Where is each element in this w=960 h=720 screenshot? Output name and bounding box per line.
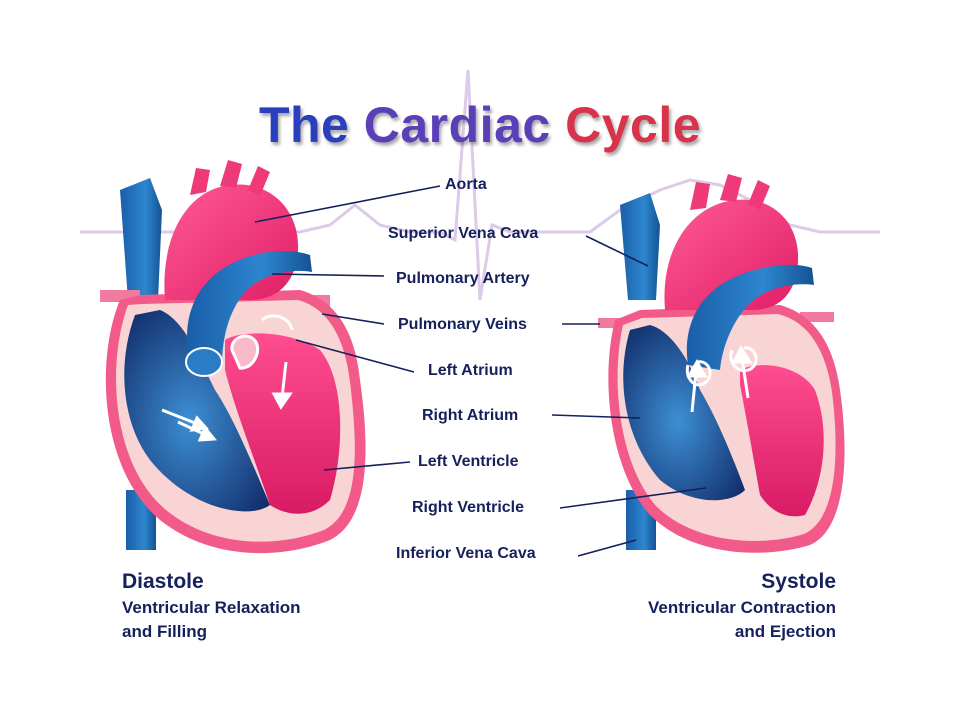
- leader-la: [295, 339, 415, 373]
- title-word-cardiac: Cardiac: [363, 97, 551, 153]
- valve-right-b: [729, 346, 758, 373]
- ecg-trace: [80, 69, 880, 301]
- systole-heart: [598, 174, 845, 553]
- flow-arrows-left: [161, 361, 293, 442]
- systole-line1: Ventricular Contraction: [648, 598, 836, 617]
- page-title: The Cardiac Cycle: [0, 96, 960, 154]
- flow-arrows-right: [686, 344, 753, 413]
- valve-left-a: [230, 334, 259, 370]
- aorta-branches-right: [690, 174, 770, 210]
- svc-right: [620, 193, 660, 300]
- left-ventricle-right: [740, 365, 824, 517]
- label-right-ventricle: Right Ventricle: [412, 499, 525, 516]
- leader-lines: [254, 185, 707, 557]
- pv-right-a: [598, 318, 628, 328]
- label-right-atrium: Right Atrium: [422, 407, 519, 424]
- label-superior-vena-cava: Superior Vena Cava: [388, 225, 539, 242]
- title-word-the: The: [258, 97, 350, 153]
- label-left-ventricle: Left Ventricle: [418, 453, 519, 470]
- systole-line2: and Ejection: [734, 622, 836, 641]
- pv-right-b: [800, 312, 834, 322]
- diastole-title: Diastole: [122, 570, 204, 593]
- label-pulmonary-artery: Pulmonary Artery: [396, 270, 530, 287]
- svc-left: [120, 178, 162, 300]
- aorta-branches-left: [190, 160, 270, 196]
- left-ventricle-left: [225, 333, 341, 514]
- diastole-line1: Ventricular Relaxation: [122, 598, 301, 617]
- leader-pa: [271, 273, 385, 277]
- leader-pv-left: [321, 313, 385, 325]
- leader-ra: [551, 414, 641, 419]
- leader-aorta: [254, 185, 441, 223]
- valve-left-b: [260, 314, 294, 331]
- right-chambers-right: [623, 325, 745, 501]
- pa-opening-left: [185, 347, 223, 377]
- diastole-line2: and Filling: [122, 622, 207, 641]
- pulmonary-artery-left: [187, 250, 312, 365]
- label-aorta: Aorta: [445, 176, 487, 193]
- leader-ivc: [577, 539, 637, 557]
- pulmonary-artery-right: [686, 264, 814, 370]
- leader-svc: [585, 235, 649, 267]
- systole-title: Systole: [761, 570, 836, 593]
- label-inferior-vena-cava: Inferior Vena Cava: [396, 545, 536, 562]
- leader-rv: [559, 487, 707, 509]
- label-left-atrium: Left Atrium: [428, 362, 513, 379]
- label-pulmonary-veins: Pulmonary Veins: [398, 316, 527, 333]
- leader-lv: [323, 461, 411, 471]
- diastole-heart: [100, 160, 366, 554]
- right-chambers-left: [124, 310, 270, 512]
- title-word-cycle: Cycle: [565, 97, 702, 153]
